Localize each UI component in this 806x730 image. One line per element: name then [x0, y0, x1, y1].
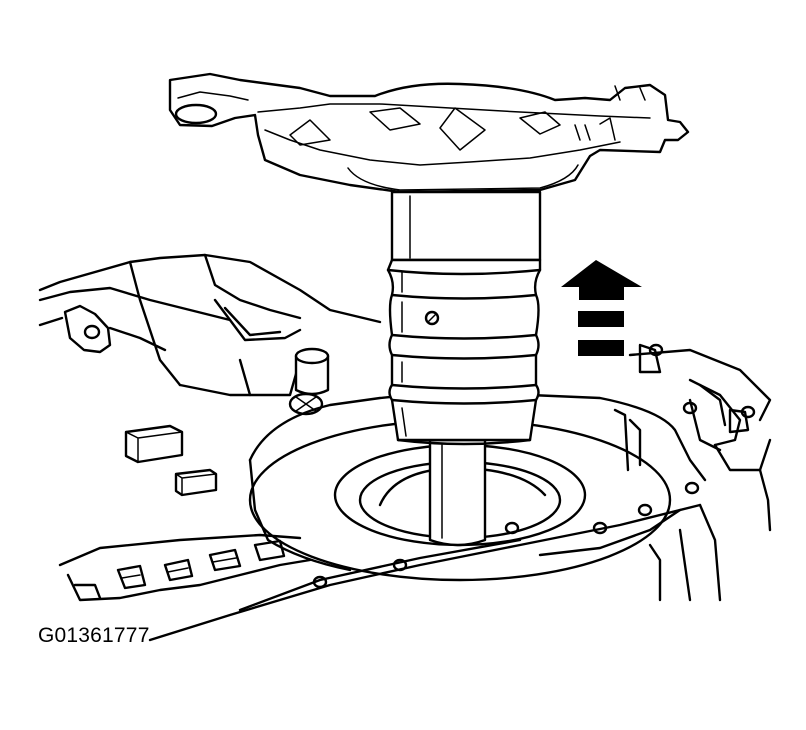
pull-direction-arrow-icon — [561, 260, 642, 356]
shaft — [428, 438, 487, 547]
puller-tool-body — [386, 190, 542, 446]
figure-code: G01361777 — [38, 624, 150, 647]
puller-tool-bracket — [168, 72, 690, 194]
